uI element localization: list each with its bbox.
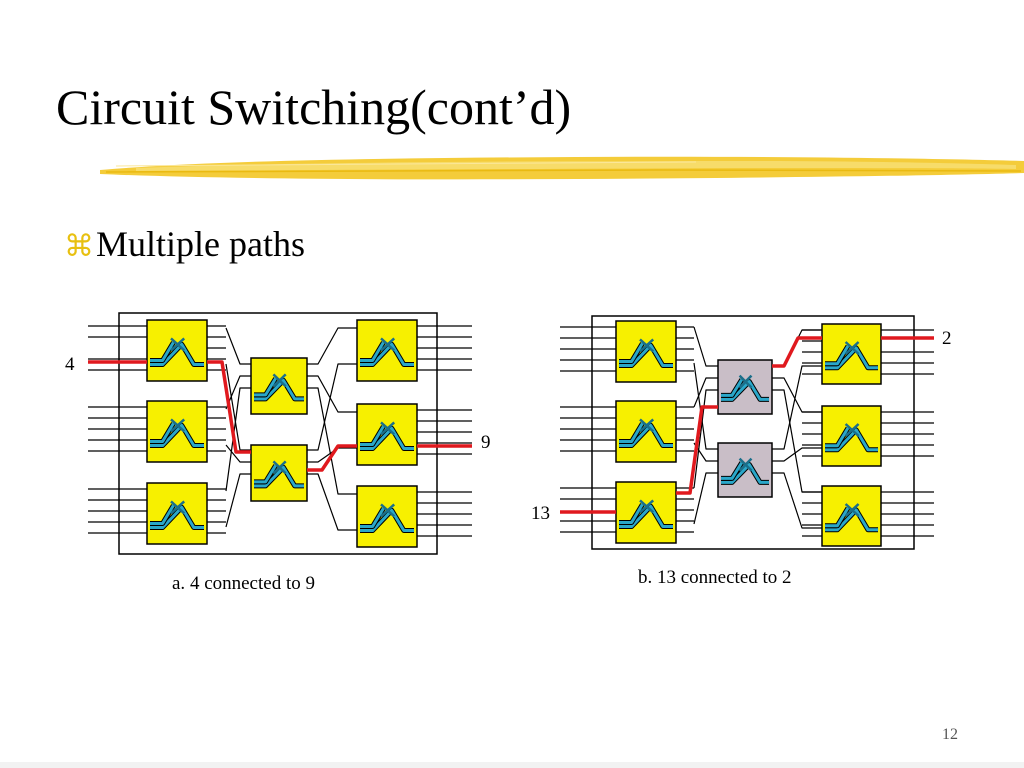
input-port-label-b: 13 <box>531 503 550 524</box>
connection-path <box>207 360 251 454</box>
caption-prefix-a: a. <box>172 573 186 594</box>
crossbar-symbol <box>825 503 878 533</box>
interconnect-line <box>307 473 357 531</box>
page-number: 12 <box>942 726 958 743</box>
interconnect-line <box>693 472 718 525</box>
interconnect-line <box>693 442 718 462</box>
footer-bar <box>0 762 1024 768</box>
bullet-item: ⌘Multiple paths <box>64 226 305 262</box>
crossbar-symbol <box>825 423 878 453</box>
crossbar-symbol <box>150 418 204 449</box>
connection-path <box>307 444 357 472</box>
interconnect-line <box>225 473 251 528</box>
connection-path <box>772 336 822 368</box>
interconnect-line <box>693 377 718 408</box>
interconnect-line <box>772 377 822 413</box>
interconnect-line <box>307 363 357 451</box>
interconnect-line <box>693 389 718 489</box>
interconnect-line <box>225 387 251 492</box>
caption-text-a: 4 connected to 9 <box>189 573 315 594</box>
crossbar-symbol <box>150 500 204 531</box>
interconnect-line <box>693 326 718 367</box>
interconnect-line <box>225 327 251 365</box>
title-underline-brush <box>100 156 1024 180</box>
network-frame <box>591 315 915 550</box>
crossbar-symbol <box>150 337 204 368</box>
switch-diagram-b: 2 13 b. 13 connected to 2 <box>522 300 972 600</box>
bullet-text: Multiple paths <box>96 224 305 264</box>
interconnect-line <box>307 447 357 463</box>
crossbar-symbol <box>254 460 304 489</box>
crossbar-symbol <box>619 418 673 449</box>
command-key-icon: ⌘ <box>64 229 94 264</box>
interconnect-line <box>772 329 822 367</box>
interconnect-line <box>307 327 357 365</box>
interconnect-line <box>307 375 357 413</box>
interconnect-line <box>772 365 822 450</box>
interconnect-line <box>693 362 718 450</box>
output-port-label-a: 9 <box>481 432 491 453</box>
interconnect-line <box>225 375 251 410</box>
interconnect-line <box>772 389 822 493</box>
crossbar-symbol <box>721 374 769 402</box>
interconnect-line <box>772 447 822 462</box>
diagram-caption-a: a. 4 connected to 9 <box>172 574 315 593</box>
network-frame <box>118 312 438 555</box>
crossbar-symbol <box>721 457 769 485</box>
interconnect-line <box>225 363 251 451</box>
switch-diagram-a: 4 9 a. 4 connected to 9 <box>60 300 500 606</box>
crossbar-network-b <box>560 315 934 550</box>
crossbar-symbol <box>825 341 878 371</box>
interconnect-line <box>307 387 357 495</box>
output-port-label-b: 2 <box>942 328 952 349</box>
crossbar-symbol <box>360 503 414 534</box>
interconnect-line <box>772 472 822 529</box>
slide-title: Circuit Switching(cont’d) <box>56 79 572 135</box>
crossbar-symbol <box>619 338 673 369</box>
diagram-caption-b: b. 13 connected to 2 <box>638 567 792 588</box>
crossbar-symbol <box>360 337 414 368</box>
crossbar-symbol <box>254 373 304 402</box>
input-port-label-a: 4 <box>65 354 75 375</box>
crossbar-symbol <box>619 499 673 530</box>
crossbar-symbol <box>360 421 414 452</box>
crossbar-network-a <box>88 312 472 555</box>
connection-path <box>676 405 718 495</box>
interconnect-line <box>225 444 251 463</box>
